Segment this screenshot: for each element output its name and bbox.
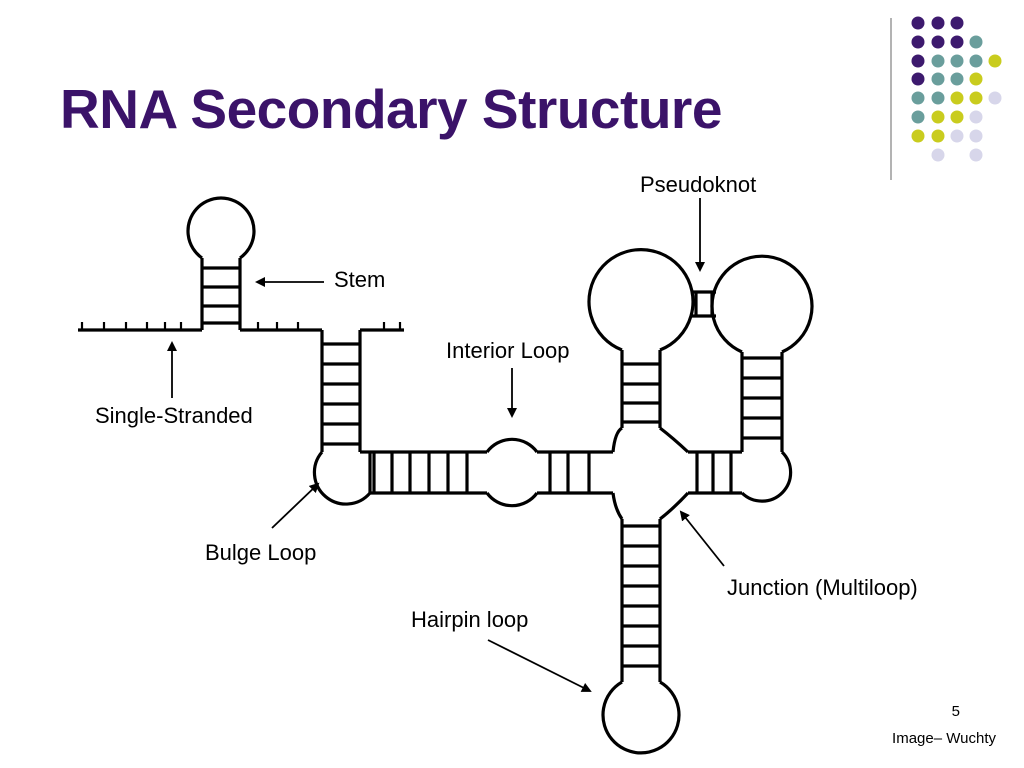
top-hairpin-loop <box>186 196 256 260</box>
dot <box>950 72 964 86</box>
dot <box>911 72 925 86</box>
dot <box>950 16 964 30</box>
label-single-stranded: Single-Stranded <box>95 403 253 428</box>
annotation-arrows <box>167 198 725 692</box>
dots <box>911 16 1002 162</box>
slide-title: RNA Secondary Structure <box>60 78 722 140</box>
dot <box>969 148 983 162</box>
dot <box>931 91 945 105</box>
arrow-hairpin-loop <box>487 639 592 692</box>
single-stranded-backbone <box>78 322 404 332</box>
dot <box>969 72 983 86</box>
left-vertical-stem <box>320 330 362 452</box>
label-interior-loop: Interior Loop <box>446 338 570 363</box>
dot <box>911 129 925 143</box>
image-credit: Image– Wuchty <box>892 730 996 747</box>
arrow-junction <box>679 510 725 567</box>
interior-loop <box>485 437 539 508</box>
dot <box>931 129 945 143</box>
dot <box>950 35 964 49</box>
dot <box>931 54 945 68</box>
page-number: 5 <box>951 703 960 720</box>
pseudoknot-loop <box>710 254 814 354</box>
label-stem: Stem <box>334 267 385 292</box>
dot <box>931 148 945 162</box>
dot <box>931 16 945 30</box>
dot <box>911 91 925 105</box>
dot <box>969 91 983 105</box>
dot <box>950 54 964 68</box>
dot <box>969 35 983 49</box>
right-branch-helix <box>688 450 742 495</box>
arrow-bulge-loop <box>271 482 320 529</box>
bulge-loop <box>312 450 372 506</box>
dot <box>911 54 925 68</box>
dot <box>911 35 925 49</box>
label-pseudoknot: Pseudoknot <box>640 172 756 197</box>
dot <box>950 110 964 124</box>
pseudoknot-stem <box>740 352 784 452</box>
top-hairpin <box>186 196 256 330</box>
dot <box>950 129 964 143</box>
stem-base-pairs <box>202 266 240 325</box>
label-bulge-loop: Bulge Loop <box>205 540 316 565</box>
dot <box>969 129 983 143</box>
dot <box>931 72 945 86</box>
horizontal-helix <box>370 450 487 495</box>
junction-multiloop <box>611 426 690 521</box>
right-bulge-loop <box>740 450 793 503</box>
dot <box>911 110 925 124</box>
dot <box>931 110 945 124</box>
label-junction: Junction (Multiloop) <box>727 575 918 600</box>
label-hairpin-loop: Hairpin loop <box>411 607 528 632</box>
upper-branch-stem <box>620 350 662 428</box>
dot <box>911 16 925 30</box>
dot <box>969 54 983 68</box>
upper-hairpin-loop <box>587 247 695 352</box>
lower-branch-stem <box>620 519 662 682</box>
dot <box>988 54 1002 68</box>
dot <box>988 91 1002 105</box>
helix-to-junction <box>537 450 613 495</box>
dot <box>931 35 945 49</box>
dot <box>969 110 983 124</box>
bottom-hairpin-loop <box>601 680 681 755</box>
dot <box>950 91 964 105</box>
nucleotide-ticks <box>80 322 402 330</box>
